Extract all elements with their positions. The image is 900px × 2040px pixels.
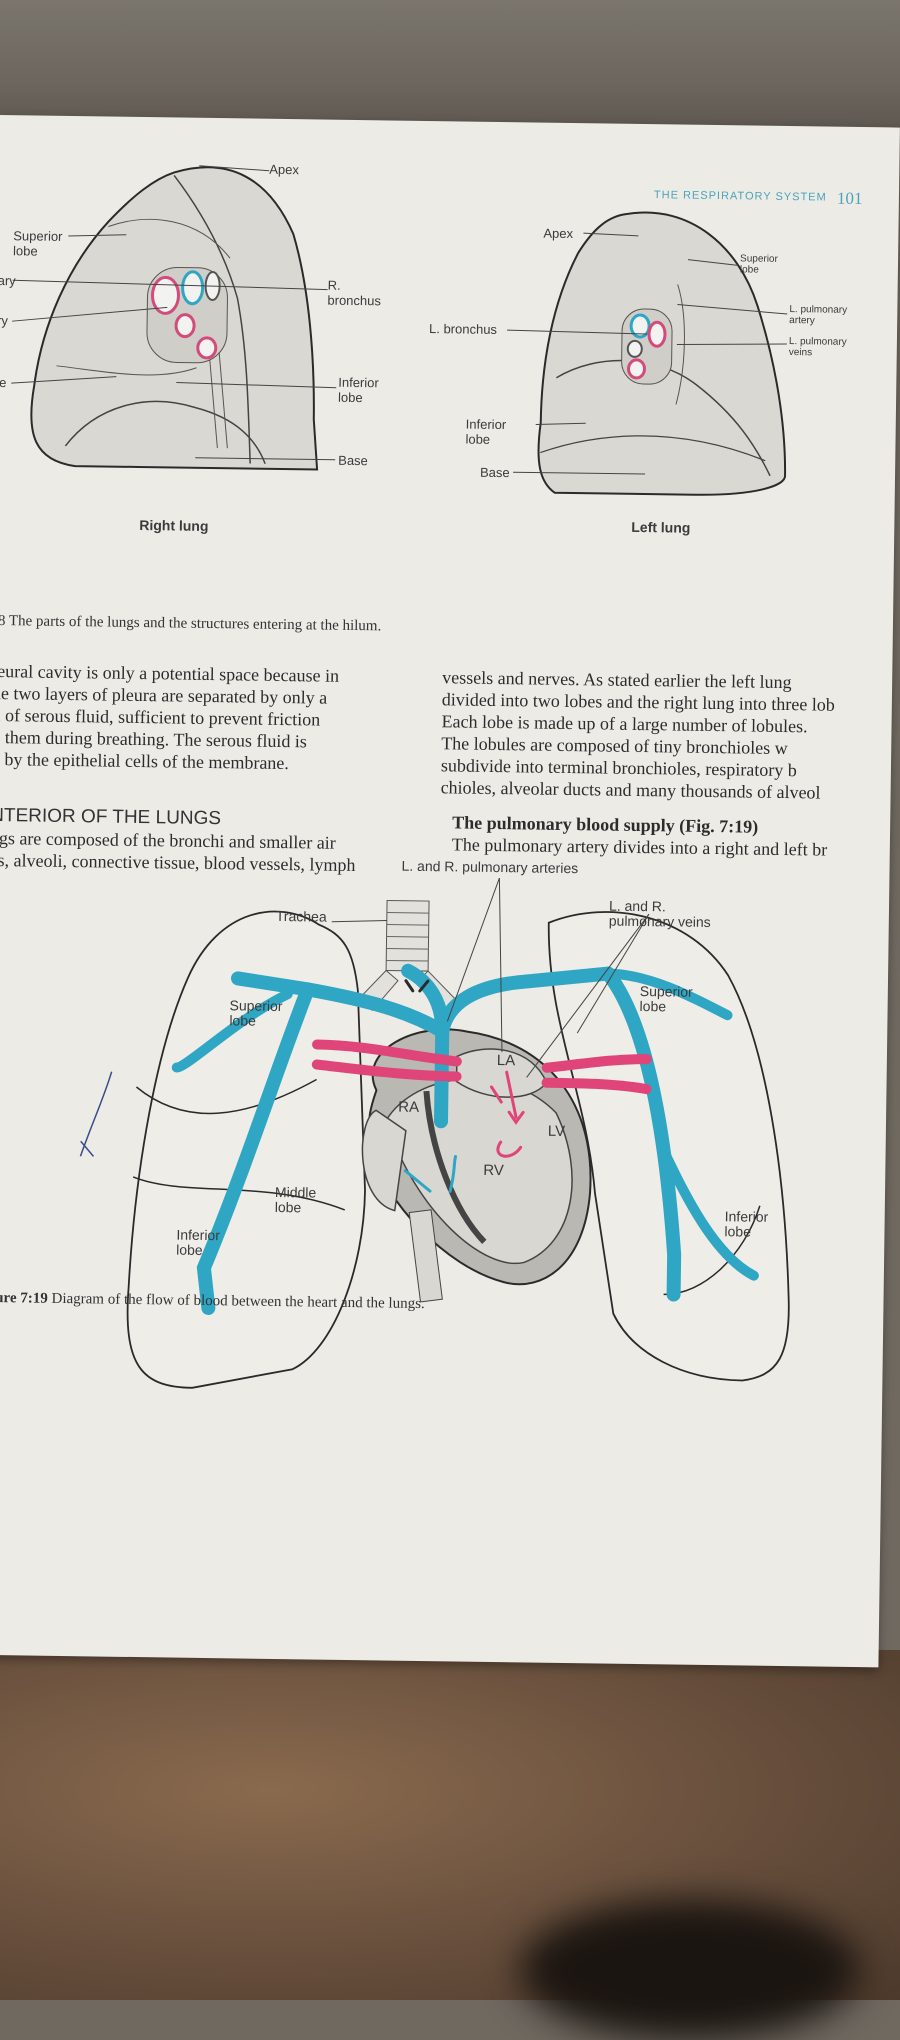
text-line: chioles, alveolar ducts and many thousan… xyxy=(440,777,821,803)
right-superior-label: Superior lobe xyxy=(13,228,63,259)
blood-flow-diagram xyxy=(79,877,790,1389)
right-column: vessels and nerves. As stated earlier th… xyxy=(441,666,836,803)
table-surface-top xyxy=(0,0,900,130)
text-line: The pulmonary artery divides into a righ… xyxy=(451,834,828,860)
lung-illustrations xyxy=(11,165,788,496)
right-atrium-label: RA xyxy=(398,1098,420,1116)
right-inferior-label: Inferior lobe xyxy=(337,374,379,406)
cut-label: le xyxy=(0,374,7,391)
right-inferior-lobe-label: Inferior lobe xyxy=(176,1226,221,1258)
right-apex-label: Apex xyxy=(269,161,300,178)
left-column: leural cavity is only a potential space … xyxy=(0,660,339,775)
pencil-mark xyxy=(79,1071,113,1157)
left-base-label: Base xyxy=(479,464,510,481)
pulmonary-artery-path xyxy=(171,963,759,1316)
right-base-label: Base xyxy=(338,452,368,469)
arteries-label: L. and R. pulmonary arteries xyxy=(401,857,579,877)
left-veins-label: L. pulmonary veins xyxy=(788,336,847,359)
left-apex-label: Apex xyxy=(543,225,574,242)
left-superior-lobe-label: Superior lobe xyxy=(639,983,693,1015)
left-inferior-label: Inferior lobe xyxy=(465,416,507,447)
cut-label: ry xyxy=(0,312,9,329)
right-lung-drawing xyxy=(11,165,337,471)
text-line: d by the epithelial cells of the membran… xyxy=(0,748,290,774)
left-superior-label: Superior lobe xyxy=(739,253,778,276)
left-lung-drawing xyxy=(507,211,788,496)
right-superior-lobe-label: Superior lobe xyxy=(229,997,283,1029)
section-heading-interior: NTERIOR OF THE LUNGS xyxy=(0,804,222,830)
pulmonary-vein-path xyxy=(311,1039,652,1095)
left-ventricle-label: LV xyxy=(547,1122,566,1140)
left-inferior-lobe-label: Inferior lobe xyxy=(724,1208,769,1240)
right-lung-title: Right lung xyxy=(139,516,209,534)
left-lung-title: Left lung xyxy=(631,518,691,536)
trachea-label: Trachea xyxy=(275,907,327,925)
middle-lobe-label: Middle lobe xyxy=(274,1183,317,1216)
left-artery-label: L. pulmonary artery xyxy=(789,304,848,327)
cut-label: ary xyxy=(0,272,16,289)
veins-label: L. and R. pulmonary veins xyxy=(608,897,711,931)
left-atrium-label: LA xyxy=(496,1052,516,1070)
figure-7-19-caption-label: igure 7:19 xyxy=(0,1289,48,1307)
book-page: THE RESPIRATORY SYSTEM 101 xyxy=(0,115,900,1668)
right-ventricle-label: RV xyxy=(483,1161,505,1180)
left-bronchus-label: L. bronchus xyxy=(428,321,498,337)
right-bronchus-label: R. bronchus xyxy=(327,277,382,309)
shadow xyxy=(520,1900,860,2040)
